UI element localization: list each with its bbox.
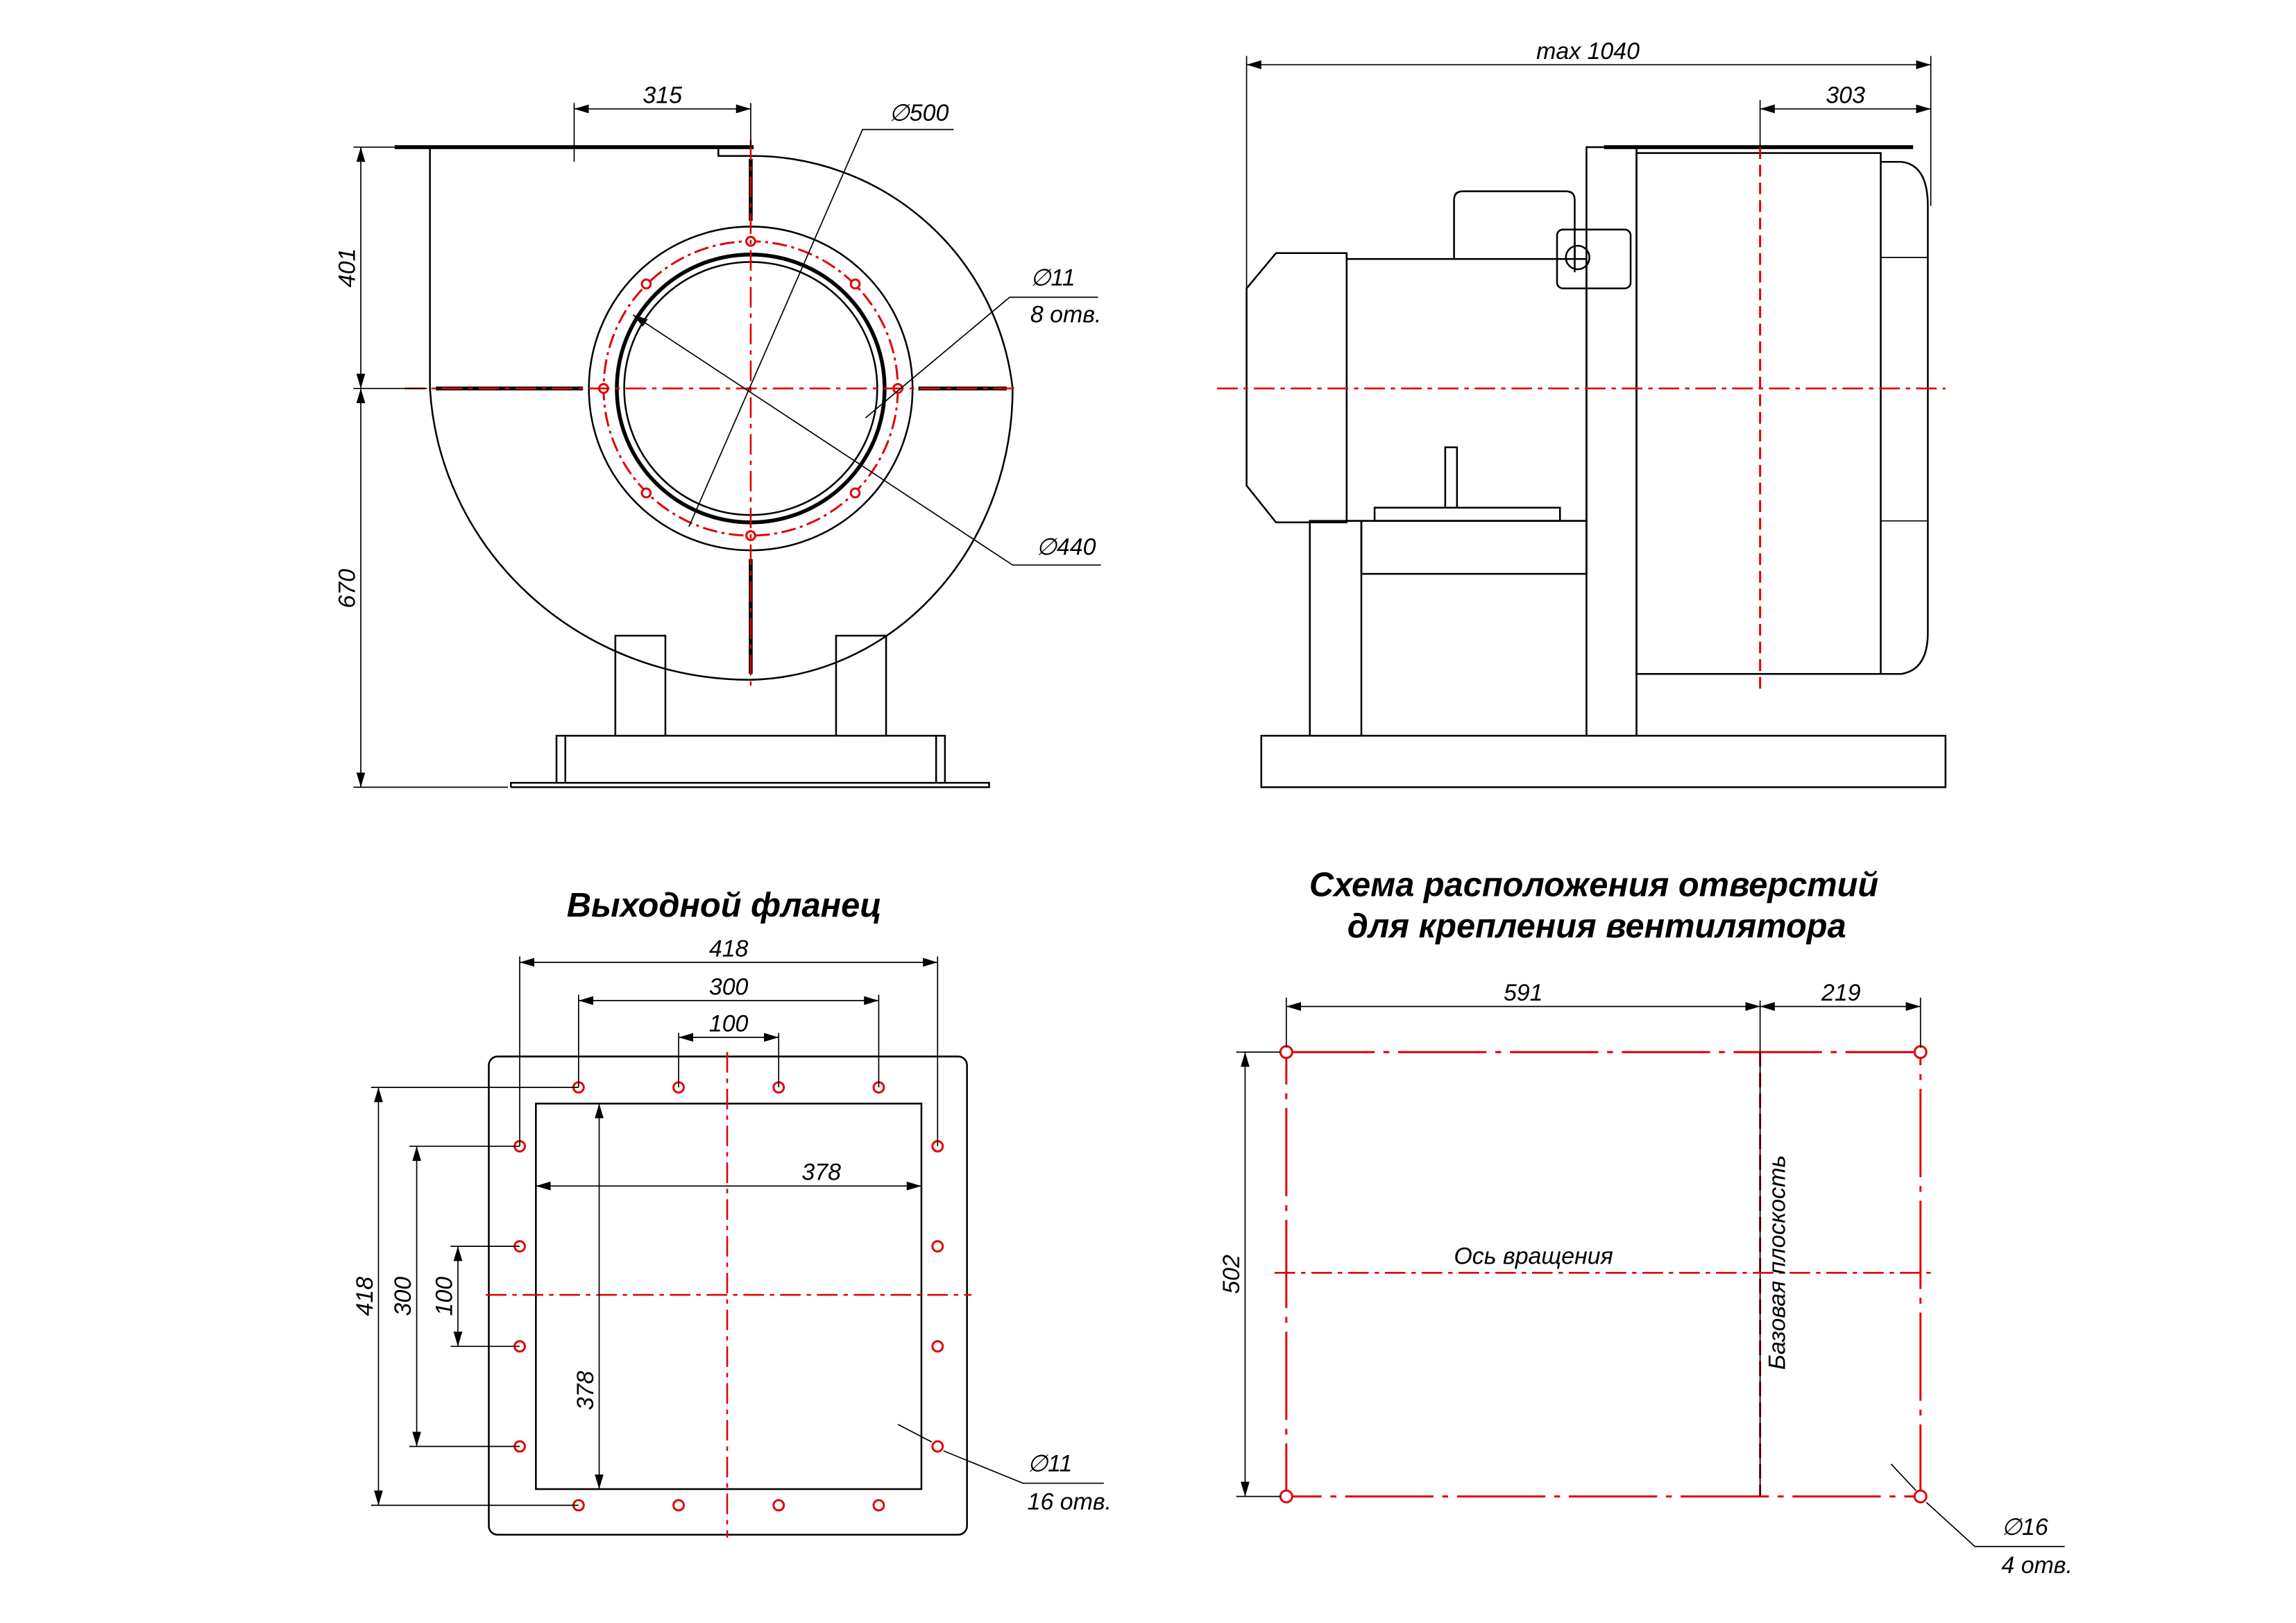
dim-dia-440: ∅440	[1036, 534, 1096, 560]
flange-bolt-holes	[513, 1081, 944, 1512]
dim-418-h: 418	[709, 935, 749, 962]
side-view: max 1040 303	[1217, 38, 1947, 788]
dim-mount-hole: ∅16	[2001, 1514, 2048, 1540]
mounting-hole-scheme: Схема расположения отверстий для креплен…	[1218, 866, 2073, 1578]
volute-casing	[429, 147, 1014, 681]
dim-401: 401	[334, 248, 361, 288]
rotation-axis-label: Ось вращения	[1454, 1243, 1613, 1270]
scheme-title-line2: для крепления вентилятора	[1347, 908, 1846, 945]
scheme-title-line1: Схема расположения отверстий	[1309, 866, 1878, 903]
dim-flange-hole: ∅11	[1028, 1451, 1073, 1477]
dim-502: 502	[1218, 1255, 1245, 1294]
outlet-flange-view: Выходной фланец 418 300 100 378 418 300 …	[352, 887, 1112, 1538]
front-view: 401 670 315 ∅500 ∅440 ∅11 8 отв.	[334, 82, 1101, 788]
dim-300-v: 300	[390, 1277, 416, 1316]
dim-hole-count: 8 отв.	[1030, 301, 1101, 328]
dim-378-h: 378	[801, 1159, 841, 1186]
dim-418-v: 418	[352, 1277, 378, 1316]
dim-dia-500: ∅500	[889, 100, 949, 126]
base-frame	[555, 735, 946, 784]
dim-100-v: 100	[431, 1277, 457, 1316]
dim-303: 303	[1826, 82, 1865, 108]
dim-219: 219	[1821, 980, 1861, 1006]
dim-670: 670	[334, 569, 361, 609]
motor-body	[1345, 257, 1588, 522]
dim-hole-11: ∅11	[1030, 264, 1075, 291]
dim-378-v: 378	[572, 1371, 599, 1411]
dim-flange-hole-count: 16 отв.	[1028, 1489, 1112, 1515]
terminal-box	[1453, 190, 1576, 260]
dim-max-1040: max 1040	[1536, 38, 1640, 65]
dim-315: 315	[643, 82, 682, 108]
dim-591: 591	[1504, 980, 1543, 1006]
dim-100-h: 100	[709, 1011, 749, 1037]
outlet-flange-title: Выходной фланец	[567, 887, 882, 924]
fan-casing	[1635, 152, 1882, 675]
side-base	[1260, 735, 1947, 788]
dim-300-h: 300	[709, 974, 749, 1001]
dim-mount-hole-count: 4 отв.	[2001, 1552, 2073, 1579]
base-plane-label: Базовая плоскость	[1764, 1155, 1791, 1370]
